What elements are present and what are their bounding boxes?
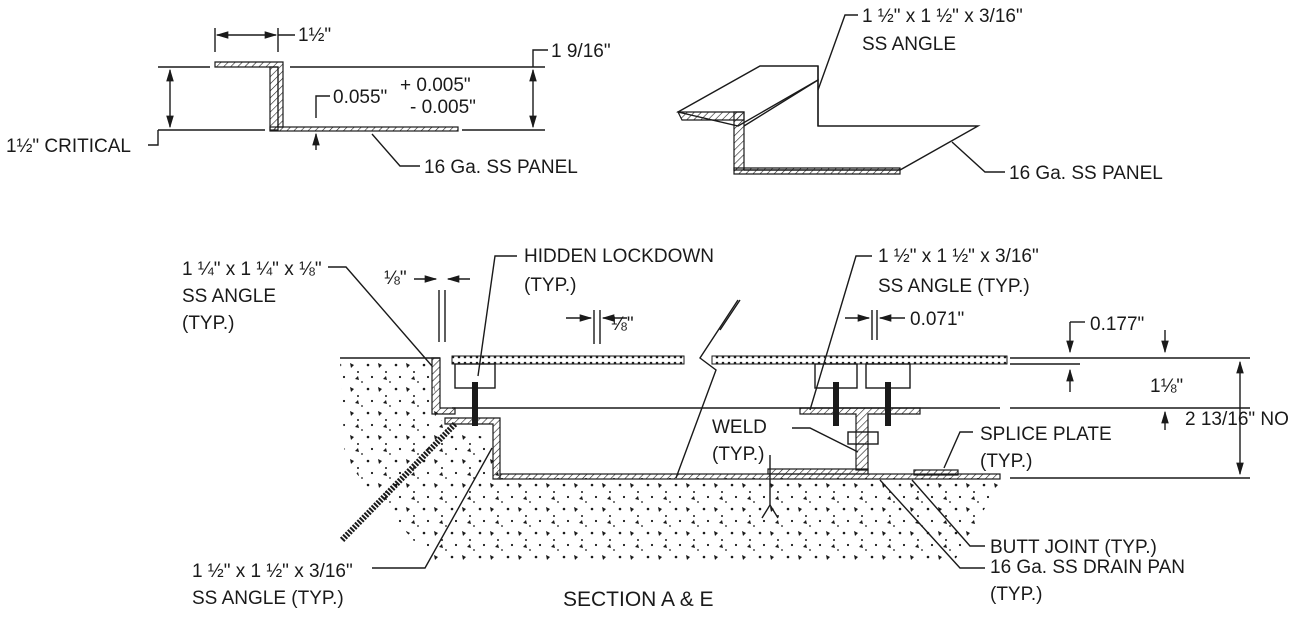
dim-total-label: 2 13/16" NOM bbox=[1185, 409, 1289, 430]
concrete-fill bbox=[340, 360, 1000, 560]
weld-typ: (TYP.) bbox=[712, 444, 764, 465]
bottom-angle-label: SS ANGLE (TYP.) bbox=[192, 588, 344, 609]
drain-pan-label: 16 Ga. SS DRAIN PAN bbox=[990, 557, 1185, 578]
iso-angle-size: 1 ½" x 1 ½" x 3/16" bbox=[862, 6, 1023, 27]
left-frame-angle bbox=[431, 357, 456, 415]
weld-label: WELD bbox=[712, 417, 767, 438]
drain-pan-typ: (TYP.) bbox=[990, 584, 1042, 605]
dim-top-label: 0.177" bbox=[1090, 314, 1144, 335]
hidden-lockdown-typ: (TYP.) bbox=[524, 275, 576, 296]
splice-plate-center bbox=[767, 468, 869, 475]
ss-panel-profile bbox=[269, 126, 459, 132]
panel-label-right: 16 Ga. SS PANEL bbox=[1009, 163, 1163, 184]
tolerance-minus: - 0.005" bbox=[410, 97, 476, 118]
detail-top-left: 1½" 1½" CRITICAL 1 9/16" 0.055" + 0.005"… bbox=[6, 25, 611, 178]
left-angle-label: SS ANGLE bbox=[182, 286, 276, 307]
butt-joint-label: BUTT JOINT (TYP.) bbox=[990, 537, 1157, 558]
panel-label-left: 16 Ga. SS PANEL bbox=[424, 157, 578, 178]
section-title: SECTION A & E bbox=[563, 588, 714, 611]
center-tee-support bbox=[799, 407, 921, 471]
left-angle-size: 1 ¼" x 1 ¼" x ⅛" bbox=[182, 259, 322, 280]
zee-angle-web bbox=[269, 66, 279, 131]
weld-bolt bbox=[847, 431, 879, 445]
splice-plate-label: SPLICE PLATE bbox=[980, 424, 1112, 445]
gap-mid-label: ⅛" bbox=[611, 314, 634, 335]
gap-right-label: 0.071" bbox=[910, 309, 964, 330]
left-frame-zee bbox=[444, 417, 501, 480]
critical-dim-label: 1½" CRITICAL bbox=[6, 136, 131, 157]
bottom-angle-size: 1 ½" x 1 ½" x 3/16" bbox=[192, 561, 353, 582]
tolerance-plus: + 0.005" bbox=[400, 75, 471, 96]
splice-plate-right bbox=[913, 469, 959, 476]
detail-top-right: 1 ½" x 1 ½" x 3/16" SS ANGLE 16 Ga. SS P… bbox=[676, 6, 1163, 184]
break-line bbox=[675, 299, 739, 479]
right-angle-label: SS ANGLE (TYP.) bbox=[878, 276, 1030, 297]
tolerance-base: 0.055" bbox=[333, 87, 387, 108]
section-drawing: 1 ¼" x 1 ¼" x ⅛" SS ANGLE (TYP.) ⅛" HIDD… bbox=[182, 246, 1289, 611]
right-angle-size: 1 ½" x 1 ½" x 3/16" bbox=[878, 246, 1039, 267]
left-angle-typ: (TYP.) bbox=[182, 313, 234, 334]
iso-panel-edge bbox=[733, 167, 901, 175]
iso-panel-top bbox=[743, 78, 981, 171]
iso-angle-web bbox=[733, 111, 745, 171]
dim-height-label: 1 9/16" bbox=[551, 41, 611, 62]
splice-plate-typ: (TYP.) bbox=[980, 451, 1032, 472]
hidden-lockdown-label: HIDDEN LOCKDOWN bbox=[524, 246, 714, 267]
dim-grate-label: 1⅛" bbox=[1150, 376, 1183, 397]
iso-angle-label: SS ANGLE bbox=[862, 34, 956, 55]
gap-left-label: ⅛" bbox=[384, 268, 407, 289]
grating-bar bbox=[451, 355, 685, 365]
grating-bar-right bbox=[711, 355, 1008, 365]
dim-width-label: 1½" bbox=[298, 25, 331, 46]
